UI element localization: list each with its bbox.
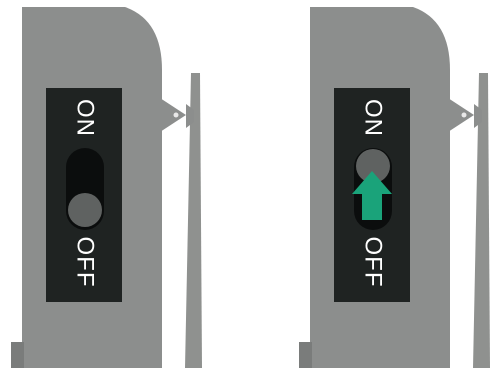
hinge-bracket: [448, 98, 474, 132]
on-label: ON: [360, 99, 387, 137]
hinge-dot: [174, 113, 179, 118]
hinge-dot: [462, 113, 467, 118]
device-switching-on-state: ON OFF: [288, 0, 491, 368]
device-illustration: ON OFF: [288, 0, 491, 368]
device-foot: [11, 342, 24, 368]
hinge-bracket: [160, 98, 186, 132]
device-off-state: ON OFF: [0, 0, 220, 368]
toggle-knob: [68, 193, 102, 227]
off-label: OFF: [360, 237, 387, 288]
device-foot: [299, 342, 312, 368]
on-label: ON: [72, 99, 99, 137]
device-illustration: ON OFF: [0, 0, 220, 368]
off-label: OFF: [72, 237, 99, 288]
